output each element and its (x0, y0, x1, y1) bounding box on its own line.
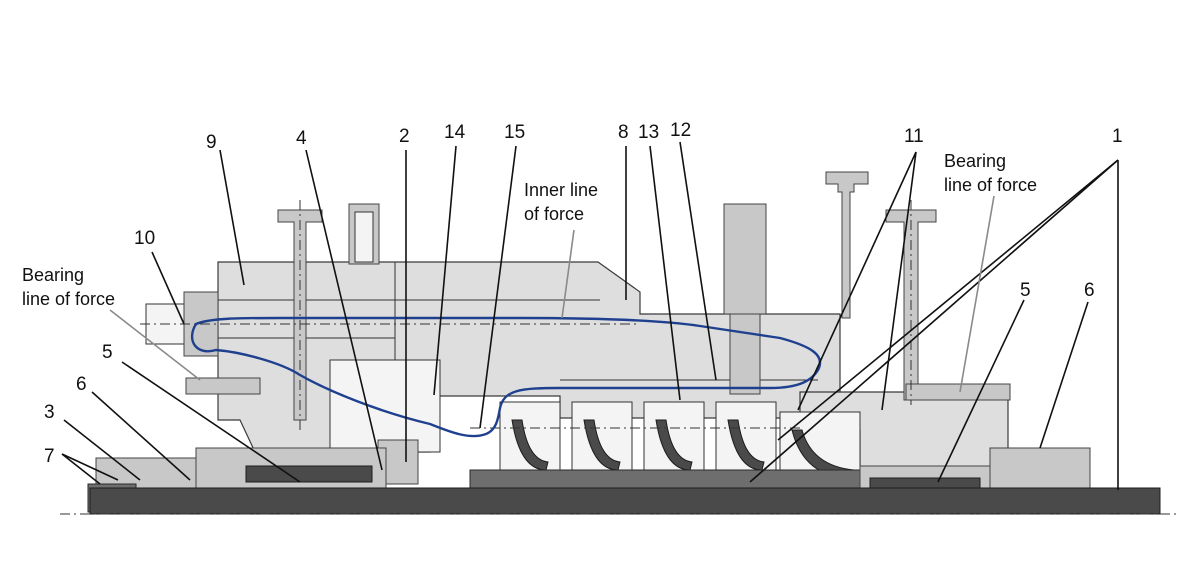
label-6-right: 6 (1084, 280, 1095, 301)
discharge-nozzle (723, 203, 767, 315)
bearing-housing-bolt-left (185, 377, 261, 395)
leader-14 (433, 145, 457, 396)
label-2: 2 (399, 126, 410, 147)
label-4: 4 (296, 128, 307, 149)
leader-3 (63, 419, 141, 481)
label-5-right: 5 (1020, 280, 1031, 301)
seal-sleeve-left (245, 465, 373, 483)
label-10: 10 (134, 228, 155, 249)
leader-bearing-left (109, 309, 201, 381)
leader-6-left (91, 391, 191, 481)
leader-9 (219, 149, 245, 286)
label-9: 9 (206, 132, 217, 153)
pump-shaft (89, 487, 1161, 515)
impeller-stages (469, 401, 871, 489)
inner-line-label-line1: Inner line (524, 180, 598, 200)
diffuser-vane-1 (511, 419, 549, 471)
diffuser-vane-3 (655, 419, 693, 471)
leader-lines (61, 141, 1119, 490)
leader-inner-line (561, 229, 575, 319)
leader-13 (649, 145, 681, 401)
leader-12 (679, 141, 717, 381)
leader-11a (797, 151, 917, 411)
leader-5-right (937, 299, 1025, 483)
label-8: 8 (618, 122, 629, 143)
leader-6-right (1039, 301, 1089, 449)
inner-line-label-line2: of force (524, 204, 584, 224)
leader-7b (61, 453, 119, 481)
label-3: 3 (44, 402, 55, 423)
leader-7a (61, 453, 101, 485)
bearing-right (989, 447, 1091, 489)
leader-10 (151, 251, 185, 325)
discharge-nozzle-lower (729, 313, 761, 395)
label-1: 1 (1112, 126, 1123, 147)
bearing-right-label-line1: Bearing (944, 151, 1006, 171)
shaft-sleeve-stages (469, 469, 871, 489)
label-14: 14 (444, 122, 466, 143)
label-12: 12 (670, 120, 691, 141)
bearing-right-label-line2: line of force (944, 175, 1037, 195)
bearing-housing-bolt-right (905, 383, 1011, 401)
diffuser-vane-4 (727, 419, 765, 471)
leader-bearing-right (959, 195, 995, 393)
label-15: 15 (504, 122, 525, 143)
inner-line-of-force (190, 316, 822, 438)
leader-15 (479, 145, 517, 429)
leader-1a (777, 159, 1119, 441)
leader-1b (749, 159, 1119, 483)
seal-sleeve-right (869, 477, 981, 489)
leader-11b (881, 151, 917, 411)
bearing-left-label-line1: Bearing (22, 265, 84, 285)
bearing-left (95, 457, 197, 489)
bearing-left-label-line2: line of force (22, 289, 115, 309)
leader-5-left (121, 361, 301, 483)
label-7: 7 (44, 446, 55, 467)
label-13: 13 (638, 122, 659, 143)
vent-valve (825, 171, 869, 319)
leader-4 (305, 149, 383, 471)
label-6-left: 6 (76, 374, 87, 395)
label-11: 11 (904, 126, 924, 147)
balance-drum-housing (329, 359, 441, 453)
label-5-left: 5 (102, 342, 113, 363)
diffuser-vane-2 (583, 419, 621, 471)
upper-stud-nozzle-inner (354, 211, 374, 263)
